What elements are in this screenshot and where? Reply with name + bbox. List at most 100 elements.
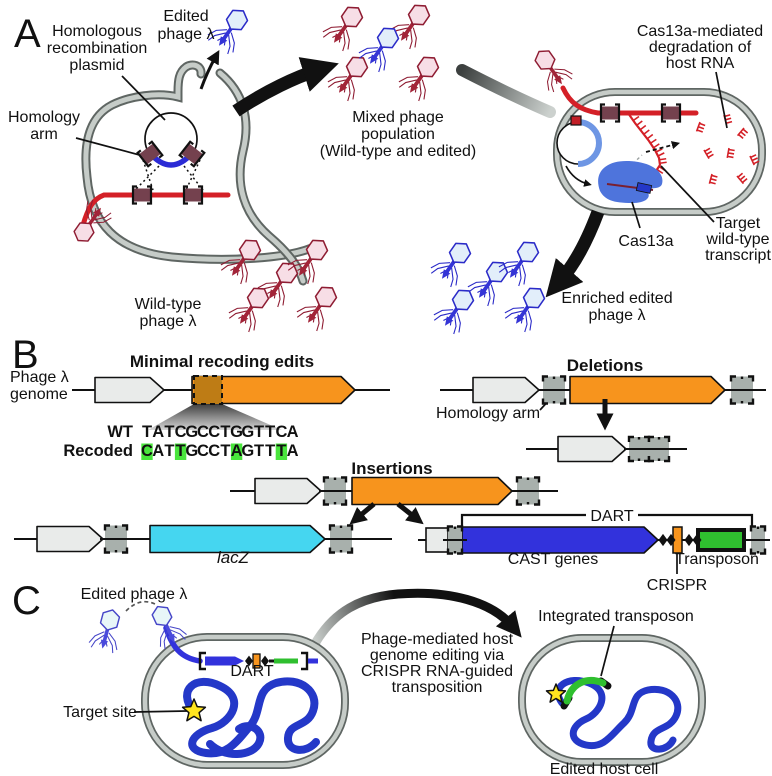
edited-phage-label: phage λ — [158, 26, 215, 43]
wildtype-phage-icon — [287, 239, 329, 285]
edited-phage-arrow — [199, 49, 220, 90]
cas13a-domain — [635, 182, 653, 194]
enrichment-arrow — [545, 209, 605, 298]
wildtype-phage-icon — [257, 262, 299, 308]
phage-head — [238, 239, 262, 261]
phage-tail-tip — [338, 83, 348, 93]
phage-head — [151, 605, 173, 627]
inverted-repeat-diamond — [245, 655, 253, 667]
transposon-pointer-line — [600, 625, 615, 677]
target-site-pointer-line — [133, 710, 188, 713]
phage-dashed-arc — [125, 600, 156, 612]
homology-arm-brackets — [647, 435, 671, 463]
phage-tail-tip — [369, 54, 379, 64]
rna-fragment — [703, 147, 714, 160]
recoding-highlight-box — [193, 375, 223, 405]
transcript-tooth — [659, 161, 667, 165]
phage-legs — [88, 631, 118, 654]
rna-fragment — [695, 121, 706, 133]
phage-legs — [498, 261, 526, 287]
phage-tail — [372, 44, 385, 60]
wildtype-phage-icon — [322, 6, 364, 52]
phage-legs — [296, 306, 324, 332]
cas13a-degradation-label: degradation of — [649, 39, 752, 56]
gene-arrows-layer — [36, 375, 746, 554]
phage-legs — [220, 259, 248, 285]
dart-bracket — [460, 513, 754, 526]
homology-arm-pointer-line — [75, 137, 148, 158]
transcript-tooth — [653, 143, 660, 149]
edited-phage-icon — [88, 609, 121, 654]
edited-phage-icon — [358, 27, 400, 73]
phage-head — [448, 242, 472, 264]
cas13a-label: Cas13a — [618, 233, 673, 250]
target-site-label: Target site — [63, 704, 137, 721]
homology-arm-brackets — [729, 375, 755, 405]
infecting-phage-icon — [534, 50, 573, 93]
phage-legs — [207, 29, 235, 55]
rna-fragment — [736, 127, 749, 139]
target-site-star — [545, 683, 567, 703]
phage-tail — [336, 23, 349, 39]
rna-fragment — [736, 172, 748, 185]
zoom-funnel — [148, 404, 282, 430]
plasmid-label: plasmid — [69, 57, 124, 74]
injected-dart-genome — [163, 625, 203, 664]
recombination-dotted-line — [185, 159, 201, 191]
phage-legs — [433, 309, 461, 335]
homology-arm-box — [319, 476, 351, 506]
host-chromosome — [183, 677, 320, 758]
recombination-dotted-line — [134, 165, 160, 191]
inverted-repeat-diamonds — [245, 533, 702, 669]
phage-legs — [322, 26, 350, 52]
target-transcript-label: transcript — [705, 247, 771, 264]
phage-head — [275, 262, 299, 284]
cell-wall — [519, 635, 705, 765]
enriched-phage-label: Enriched edited — [561, 290, 672, 307]
recoded-highlight — [230, 443, 243, 460]
phage-genome-label: genome — [10, 386, 68, 403]
insertions-title: Insertions — [351, 459, 432, 478]
wt-row-label: WT — [107, 423, 133, 441]
cas13a-protein — [598, 160, 663, 203]
enriched-phage-icon — [504, 287, 546, 333]
phage-tail-tip — [515, 314, 525, 324]
phage-tail — [234, 256, 247, 272]
phage-tail — [412, 73, 425, 89]
deletions-title: Deletions — [567, 356, 644, 375]
phage-tail-tip — [400, 31, 410, 41]
wildtype-phage-icon — [220, 239, 262, 285]
phage-tail — [164, 623, 174, 638]
homology-arm-maroon — [131, 185, 153, 205]
phage-head — [534, 50, 556, 70]
gene-arrow-gray — [472, 376, 540, 404]
arm-brackets — [599, 103, 621, 123]
transcript-tooth — [639, 124, 647, 131]
target-transcript-label: Target — [716, 215, 761, 232]
enriched-phage-icon — [433, 289, 475, 335]
cast-genes-label: CAST genes — [508, 551, 598, 568]
gene-arrow-gray — [254, 477, 322, 505]
recoded-highlight — [275, 443, 288, 460]
edited-phage-icon — [151, 605, 187, 650]
homology-arm-box — [443, 525, 467, 555]
phage-tail — [512, 258, 525, 274]
transcript-tooth — [646, 133, 654, 140]
phage-tail-tip — [100, 639, 109, 649]
phage-tail-tip — [478, 288, 488, 298]
target-transcript-label: wild-type — [705, 231, 769, 248]
plasmid-label: recombination — [47, 40, 148, 57]
homology-arm-brackets — [103, 524, 129, 554]
arm-brackets — [182, 185, 204, 205]
phage-tail — [444, 259, 457, 275]
cell-wall — [81, 60, 321, 264]
phage-tail-tip — [93, 207, 101, 217]
dart-span-bracket — [460, 513, 754, 526]
minimal-recoding-title: Minimal recoding edits — [130, 352, 314, 371]
edited-phage-icon — [207, 9, 249, 55]
cas13a-degradation-label: host RNA — [666, 55, 735, 72]
rna-fragment — [708, 173, 718, 185]
process-label: CRISPR RNA-guided — [361, 663, 513, 680]
phage-head — [516, 241, 540, 263]
